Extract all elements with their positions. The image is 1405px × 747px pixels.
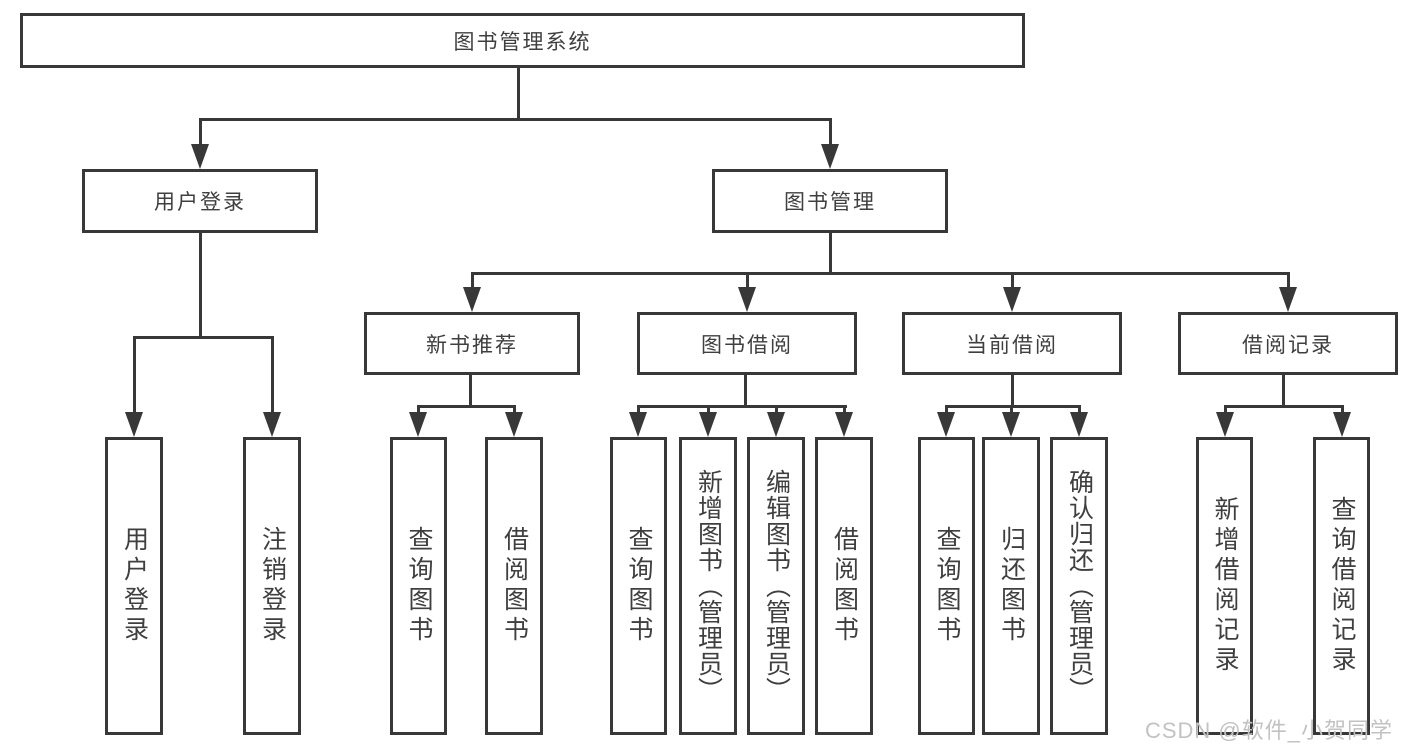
leaf-add-borrow-record: 新增借阅记录 — [1196, 437, 1253, 735]
connector-arrow-stem — [828, 118, 832, 145]
arrow-down-icon — [1070, 412, 1088, 437]
leaf-user-login-label: 用户登录 — [120, 526, 149, 646]
leaf-return-books-label: 归还图书 — [997, 526, 1026, 646]
connector-arrow-stem — [842, 405, 846, 414]
arrow-down-icon — [699, 412, 717, 437]
arrow-down-icon — [629, 412, 647, 437]
connector-arrow-stem — [774, 405, 778, 414]
leaf-borrow-books-recommend-label: 借阅图书 — [500, 526, 529, 646]
arrow-down-icon — [125, 412, 143, 437]
leaf-edit-books-admin-label: 编辑图书（管理员） — [762, 469, 791, 703]
arrow-down-icon — [1216, 412, 1234, 437]
arrow-down-icon — [937, 412, 955, 437]
connector-arrow-stem — [706, 405, 710, 414]
connector-record-bus — [1223, 405, 1344, 408]
connector-arrow-stem — [1009, 405, 1013, 414]
node-current-borrowing: 当前借阅 — [902, 312, 1122, 375]
connector-arrow-stem — [745, 272, 749, 288]
connector-arrow-stem — [1010, 272, 1014, 288]
arrow-down-icon — [1333, 412, 1351, 437]
arrow-down-icon — [191, 144, 209, 169]
arrow-down-icon — [263, 412, 281, 437]
leaf-confirm-return-admin: 确认归还（管理员） — [1050, 437, 1108, 735]
connector-userlogin-bus — [132, 336, 274, 339]
connector-bookmgmt-bus — [470, 272, 1290, 275]
node-book-borrowing: 图书借阅 — [637, 312, 857, 375]
connector-borrow-stub — [743, 375, 747, 408]
arrow-down-icon — [1002, 412, 1020, 437]
leaf-query-borrow-record-label: 查询借阅记录 — [1328, 496, 1356, 676]
connector-arrow-stem — [1340, 405, 1344, 414]
connector-arrow-stem — [132, 336, 136, 413]
connector-newbook-stub — [468, 375, 472, 408]
leaf-query-books-current: 查询图书 — [918, 437, 975, 735]
node-new-book-recommend-label: 新书推荐 — [426, 333, 518, 357]
connector-record-stub — [1281, 375, 1285, 408]
leaf-logout: 注销登录 — [243, 437, 301, 735]
connector-arrow-stem — [1223, 405, 1227, 414]
arrow-down-icon — [409, 412, 427, 437]
leaf-borrow-books: 借阅图书 — [815, 437, 873, 735]
arrow-down-icon — [505, 412, 523, 437]
connector-arrow-stem — [416, 405, 420, 414]
node-root: 图书管理系统 — [20, 13, 1025, 68]
leaf-edit-books-admin: 编辑图书（管理员） — [747, 437, 805, 735]
leaf-logout-label: 注销登录 — [258, 526, 287, 646]
leaf-add-books-admin: 新增图书（管理员） — [679, 437, 737, 735]
connector-root-bus — [198, 118, 832, 121]
connector-arrow-stem — [636, 405, 640, 414]
leaf-confirm-return-admin-label: 确认归还（管理员） — [1065, 469, 1094, 703]
node-book-borrowing-label: 图书借阅 — [701, 333, 793, 357]
node-new-book-recommend: 新书推荐 — [364, 312, 580, 375]
watermark: CSDN @软件_小贺同学 — [1144, 718, 1393, 743]
arrow-down-icon — [835, 412, 853, 437]
connector-bookmgmt-stub — [828, 233, 832, 275]
leaf-add-books-admin-label: 新增图书（管理员） — [694, 469, 723, 703]
leaf-query-books-recommend-label: 查询图书 — [405, 526, 433, 646]
leaf-add-borrow-record-label: 新增借阅记录 — [1211, 496, 1239, 676]
leaf-query-books-borrow-label: 查询图书 — [625, 526, 653, 646]
connector-arrow-stem — [470, 272, 474, 288]
node-borrowing-records: 借阅记录 — [1178, 312, 1398, 375]
connector-arrow-stem — [944, 405, 948, 414]
leaf-user-login: 用户登录 — [105, 437, 163, 735]
leaf-query-borrow-record: 查询借阅记录 — [1313, 437, 1370, 735]
leaf-query-books-current-label: 查询图书 — [933, 526, 961, 646]
arrow-down-icon — [1003, 287, 1021, 312]
leaf-query-books-recommend: 查询图书 — [390, 437, 447, 735]
leaf-query-books-borrow: 查询图书 — [610, 437, 667, 735]
node-book-management-label: 图书管理 — [784, 191, 876, 214]
connector-arrow-stem — [270, 336, 274, 413]
node-book-management: 图书管理 — [712, 169, 948, 233]
node-user-login-label: 用户登录 — [154, 191, 246, 214]
leaf-borrow-books-recommend: 借阅图书 — [485, 437, 543, 735]
arrow-down-icon — [821, 144, 839, 169]
arrow-down-icon — [767, 412, 785, 437]
connector-arrow-stem — [1077, 405, 1081, 414]
node-borrowing-records-label: 借阅记录 — [1242, 333, 1334, 357]
connector-arrow-stem — [198, 118, 202, 145]
connector-newbook-bus — [416, 405, 516, 408]
connector-current-stub — [1010, 375, 1014, 408]
leaf-return-books: 归还图书 — [982, 437, 1040, 735]
arrow-down-icon — [1279, 287, 1297, 312]
connector-current-bus — [944, 405, 1081, 408]
connector-borrow-bus — [636, 405, 847, 408]
node-current-borrowing-label: 当前借阅 — [966, 333, 1058, 357]
arrow-down-icon — [738, 287, 756, 312]
connector-userlogin-stub — [198, 233, 202, 339]
arrow-down-icon — [463, 287, 481, 312]
node-user-login: 用户登录 — [82, 169, 318, 233]
leaf-borrow-books-label: 借阅图书 — [830, 526, 859, 646]
connector-arrow-stem — [512, 405, 516, 414]
connector-arrow-stem — [1286, 272, 1290, 288]
node-root-label: 图书管理系统 — [453, 30, 592, 54]
connector-root-stub — [517, 68, 520, 121]
